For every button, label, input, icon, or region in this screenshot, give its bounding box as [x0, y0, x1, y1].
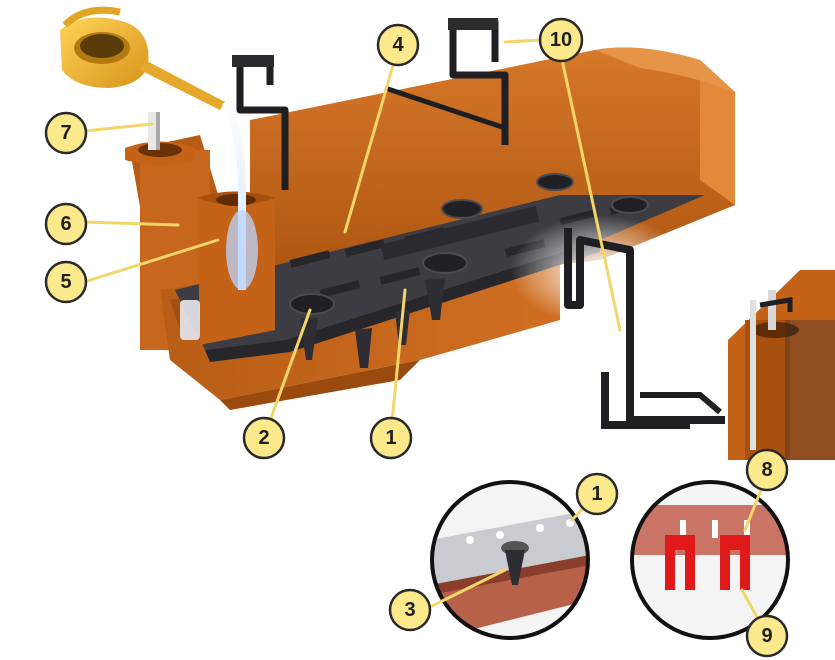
detail-overflow-slots — [630, 480, 790, 640]
detail-grid-leg — [430, 480, 590, 640]
callout-3: 3 — [388, 588, 432, 632]
callout-6: 6 — [44, 202, 88, 246]
callout-2: 2 — [242, 416, 286, 460]
svg-text:7: 7 — [60, 122, 71, 144]
callout-5: 5 — [44, 260, 88, 304]
svg-text:5: 5 — [60, 271, 71, 293]
svg-text:8: 8 — [761, 459, 772, 481]
svg-text:1: 1 — [591, 483, 602, 505]
callout-7: 7 — [44, 111, 88, 155]
watering-can — [60, 6, 258, 290]
callout-1-detail: 1 — [575, 472, 619, 516]
callout-8: 8 — [745, 448, 789, 492]
callout-10: 10 — [538, 17, 584, 63]
callout-9: 9 — [745, 614, 789, 658]
svg-text:9: 9 — [761, 625, 772, 647]
svg-text:10: 10 — [550, 29, 572, 51]
svg-text:4: 4 — [392, 34, 404, 56]
svg-text:3: 3 — [404, 599, 415, 621]
bracket-clamp-right — [448, 18, 498, 30]
svg-text:6: 6 — [60, 213, 71, 235]
bracket-clamp-left — [232, 55, 274, 67]
svg-text:2: 2 — [258, 427, 269, 449]
svg-text:1: 1 — [385, 427, 396, 449]
leader-lines — [82, 38, 769, 637]
support-bar — [384, 85, 506, 131]
callout-4: 4 — [376, 23, 420, 67]
callout-1: 1 — [369, 416, 413, 460]
wall-bracket — [510, 215, 725, 429]
planter-side-view — [728, 270, 835, 460]
